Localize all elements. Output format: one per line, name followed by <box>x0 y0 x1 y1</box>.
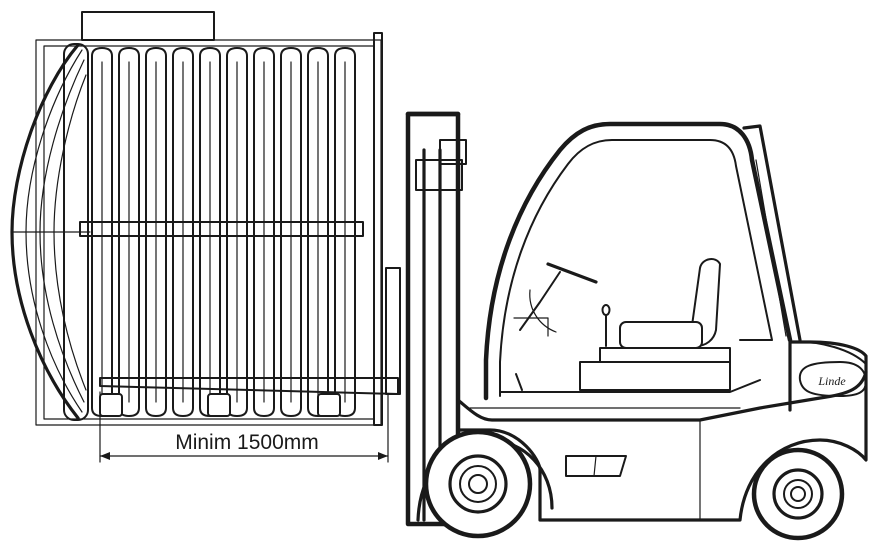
front-hub-cap <box>468 474 488 494</box>
tank-rib <box>253 47 275 417</box>
side-grille <box>565 455 627 477</box>
front-wheel <box>416 429 554 539</box>
tank-foot <box>99 393 123 417</box>
pedal <box>515 373 523 391</box>
steering-column <box>519 271 561 331</box>
seat-cushion <box>619 321 703 349</box>
side-grille-divider <box>593 455 597 477</box>
cab-rear-pillar <box>742 124 802 342</box>
tank-feet <box>99 393 341 417</box>
tank-rib <box>145 47 167 417</box>
chassis-lower <box>456 370 868 522</box>
rear-hub-cap <box>790 486 806 502</box>
steering-wheel <box>546 262 598 284</box>
tank-foot <box>317 393 341 417</box>
tank <box>10 11 383 426</box>
fork-carriage <box>385 267 401 395</box>
dashboard-curve <box>529 289 557 333</box>
dashboard-console <box>513 317 549 337</box>
front-hub <box>459 465 497 503</box>
fork-blade <box>99 377 399 395</box>
counterweight-top <box>789 340 867 365</box>
cab-rear-pillar-inner <box>755 159 787 337</box>
forklift-body: Linde <box>456 340 868 522</box>
tank-dome-rib-2 <box>39 59 85 403</box>
cab-frame-outer <box>483 121 793 401</box>
engine-hood <box>579 361 731 391</box>
tank-end-plate <box>373 32 383 426</box>
rear-tire <box>751 447 845 541</box>
dimension-arrowhead-right <box>378 452 388 460</box>
tank-dome-collar <box>63 43 89 421</box>
tank-inner-frame <box>43 45 375 420</box>
dimension-label: Minim 1500mm <box>120 431 374 455</box>
front-tire <box>423 429 533 539</box>
tank-rib <box>172 47 194 417</box>
control-lever-knob <box>601 304 611 316</box>
cab-frame-inner <box>499 139 773 397</box>
tank-corrugations <box>91 47 356 417</box>
rear-hub <box>783 479 813 509</box>
forks <box>99 267 401 395</box>
tank-top-flange <box>81 11 215 41</box>
tank-rib <box>280 47 302 417</box>
tank-foot <box>207 393 231 417</box>
dimension-arrowhead-left <box>100 452 110 460</box>
rear-wheel <box>751 447 845 541</box>
dimension-line <box>99 391 389 463</box>
rear-rim <box>772 468 824 520</box>
cab-floor <box>499 379 761 393</box>
mast-cylinder-cap <box>439 139 467 165</box>
logo-plate <box>798 361 867 397</box>
tank-middle-band <box>79 221 364 237</box>
tank-rib <box>226 47 248 417</box>
forklift-logo: Linde <box>817 374 846 388</box>
seat-base <box>599 347 731 363</box>
chassis-upper <box>456 340 868 422</box>
mast <box>405 111 467 527</box>
cab <box>483 121 802 401</box>
tank-rib <box>118 47 140 417</box>
front-rim <box>448 454 508 514</box>
